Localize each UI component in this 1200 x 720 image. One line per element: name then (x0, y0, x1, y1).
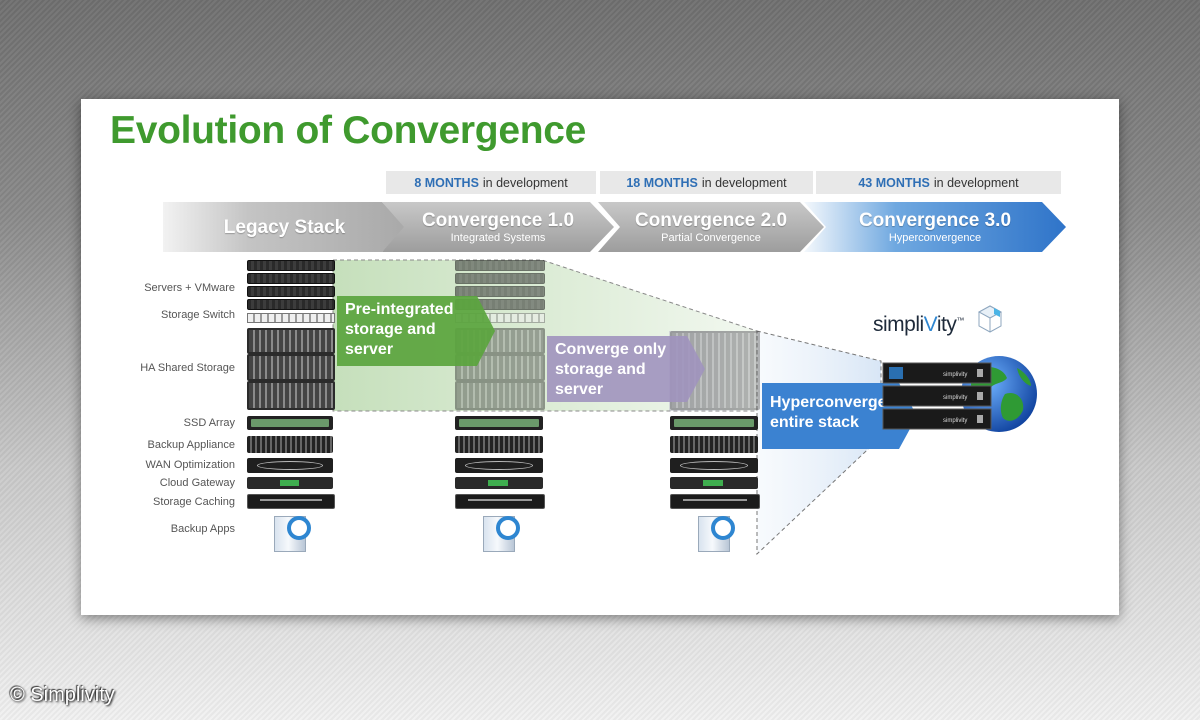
copyright-watermark: © Simplivity (10, 684, 115, 706)
server-1u (455, 273, 545, 284)
storage-cache (455, 494, 545, 509)
backup-app-box (274, 516, 311, 552)
storage-switch (247, 313, 335, 323)
stage-convergence-3: Convergence 3.0 Hyperconvergence (804, 202, 1066, 252)
shared-storage-shelf (455, 381, 545, 410)
stage-name: Legacy Stack (223, 216, 346, 238)
wan-optimizer (247, 458, 333, 473)
dev-months: 8 MONTHS (414, 175, 479, 190)
server-1u (247, 286, 335, 297)
backup-appliance (670, 436, 758, 453)
cloud-gateway (247, 477, 333, 489)
row-label-wan-optimization: WAN Optimization (145, 459, 235, 471)
wan-optimizer (670, 458, 758, 473)
dev-months: 18 MONTHS (626, 175, 698, 190)
row-label-ssd-array: SSD Array (183, 417, 235, 429)
stage-subtitle: Partial Convergence (661, 231, 761, 244)
shared-storage-shelf (455, 354, 545, 381)
backup-app-box (483, 516, 520, 552)
callout-pre-integrated: Pre-integrated storage and server (337, 296, 495, 366)
dev-suffix: in development (482, 175, 568, 190)
callout-converge-only: Converge only storage and server (547, 336, 705, 402)
cube-logo-icon (977, 305, 1003, 333)
stage-name: Convergence 3.0 (858, 209, 1012, 231)
backup-app-box (698, 516, 735, 552)
unit-label: simplivity (943, 395, 967, 401)
row-label-servers: Servers + VMware (144, 282, 235, 294)
simplivity-logo: simpliVity™ (873, 313, 964, 337)
stage-subtitle: Integrated Systems (450, 231, 546, 244)
row-label-backup-apps: Backup Apps (170, 523, 235, 535)
callout-line: Converge only (555, 341, 667, 358)
backup-appliance (455, 436, 543, 453)
shared-storage-shelf (247, 354, 335, 381)
dev-time-c1: 8 MONTHS in development (386, 171, 596, 194)
row-label-backup-appliance: Backup Appliance (147, 439, 235, 451)
callout-line: server (345, 341, 394, 358)
simplivity-appliance-stack: simplivity simplivity simplivity (882, 362, 992, 430)
backup-appliance (247, 436, 333, 453)
logo-tm: ™ (956, 316, 964, 325)
server-1u (455, 286, 545, 297)
ssd-array (455, 416, 543, 430)
logo-text-end: ity (936, 313, 957, 336)
stage-convergence-2: Convergence 2.0 Partial Convergence (598, 202, 824, 252)
server-1u (247, 273, 335, 284)
callout-line: Pre-integrated (345, 301, 454, 318)
cloud-gateway (670, 477, 758, 489)
dev-suffix: in development (933, 175, 1019, 190)
callout-line: storage and (555, 361, 646, 378)
stage-name: Convergence 2.0 (634, 209, 788, 231)
ssd-array (670, 416, 758, 430)
stage-subtitle: Hyperconvergence (888, 231, 982, 244)
wan-optimizer (455, 458, 543, 473)
stage-name: Convergence 1.0 (421, 209, 575, 231)
server-1u (247, 260, 335, 271)
ssd-array (247, 416, 333, 430)
callout-line: storage and (345, 321, 436, 338)
slide-title: Evolution of Convergence (110, 109, 587, 152)
row-label-cloud-gateway: Cloud Gateway (159, 477, 235, 489)
stage-legacy-stack: Legacy Stack (163, 202, 406, 252)
server-1u (247, 299, 335, 310)
storage-cache (247, 494, 335, 509)
unit-label: simplivity (943, 372, 967, 378)
cloud-gateway (455, 477, 543, 489)
storage-cache (670, 494, 760, 509)
slide: Evolution of Convergence 8 MONTHS in dev… (81, 99, 1119, 615)
dev-time-c2: 18 MONTHS in development (600, 171, 813, 194)
stage-convergence-1: Convergence 1.0 Integrated Systems (382, 202, 614, 252)
dev-suffix: in development (701, 175, 787, 190)
server-1u (455, 260, 545, 271)
row-label-ha-storage: HA Shared Storage (140, 362, 235, 374)
callout-line: entire stack (770, 414, 859, 431)
unit-label: simplivity (943, 418, 967, 424)
dev-months: 43 MONTHS (858, 175, 930, 190)
row-label-storage-switch: Storage Switch (161, 309, 235, 321)
callout-line: server (555, 381, 604, 398)
logo-text: simpli (873, 313, 924, 336)
shared-storage-shelf (247, 328, 335, 354)
dev-time-c3: 43 MONTHS in development (816, 171, 1061, 194)
shared-storage-shelf (247, 381, 335, 410)
logo-text-accent: V (923, 313, 938, 336)
row-label-storage-caching: Storage Caching (153, 496, 235, 508)
callout-line: Hyperconverge (770, 394, 887, 411)
